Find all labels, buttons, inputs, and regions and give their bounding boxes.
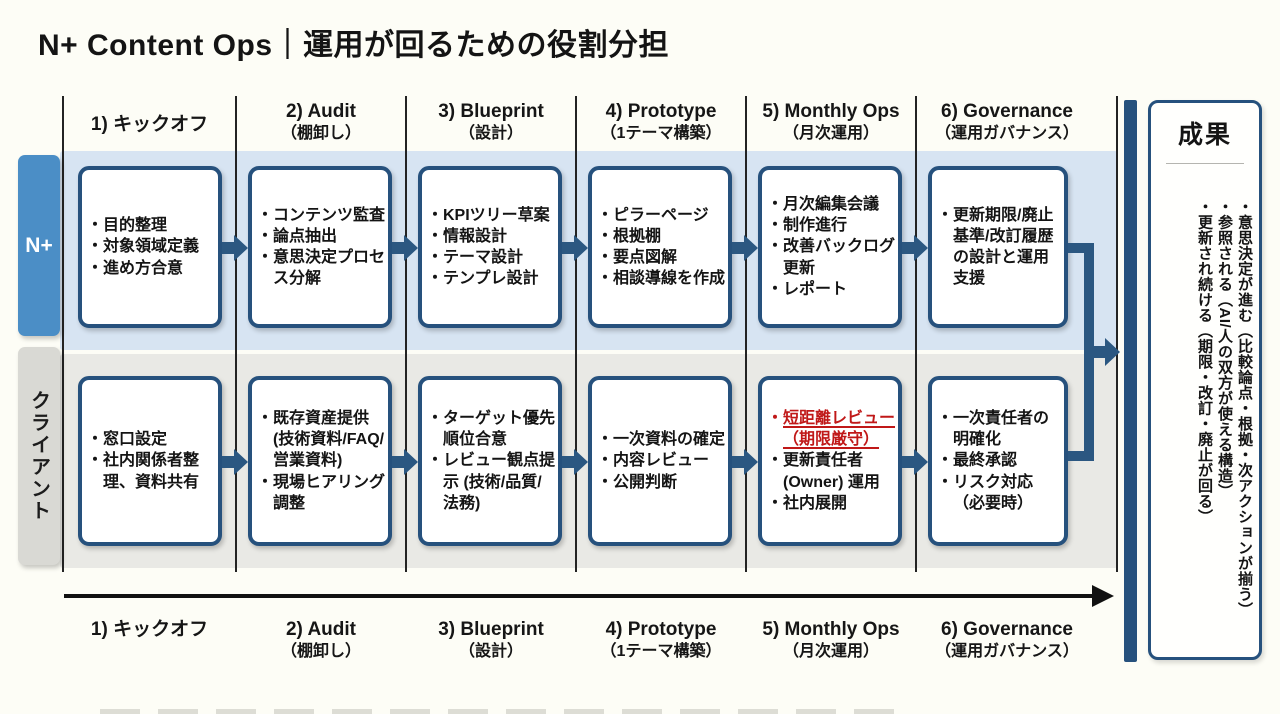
box-item: 改善バックログ更新 (767, 236, 895, 278)
box-item: 意思決定プロセス分解 (257, 247, 385, 289)
task-box-np-2: コンテンツ監査 論点抽出 意思決定プロセス分解 (248, 166, 392, 328)
box-item: 目的整理 (87, 215, 215, 236)
task-box-client-3: ターゲット優先順位合意 レビュー観点提示 (技術/品質/法務) (418, 376, 562, 546)
timeline-label-4: 4) Prototype（1テーマ構築） (600, 619, 722, 660)
box-item: レポート (767, 279, 895, 300)
flow-arrow-icon (732, 449, 758, 475)
box-item: コンテンツ監査 (257, 205, 385, 226)
task-box-client-2: 既存資産提供 (技術資料/FAQ/営業資料) 現場ヒアリング調整 (248, 376, 392, 546)
flow-arrow-icon (732, 235, 758, 261)
lane-label-np: N+ (18, 155, 60, 336)
phase-header-4: 4) Prototype（1テーマ構築） (600, 101, 722, 142)
box-item: 最終承認 (937, 450, 1061, 471)
phase-header-2: 2) Audit（棚卸し） (280, 101, 361, 142)
column-separator (915, 96, 917, 572)
phase-header-1: 1) キックオフ (90, 114, 209, 135)
task-box-client-4: 一次資料の確定 内容レビュー 公開判断 (588, 376, 732, 546)
flow-arrow-icon (392, 449, 418, 475)
box-item: 論点抽出 (257, 226, 385, 247)
flow-arrow-icon (222, 449, 248, 475)
task-box-np-5: 月次編集会議 制作進行 改善バックログ更新 レポート (758, 166, 902, 328)
column-separator (235, 96, 237, 572)
box-item: 一次資料の確定 (597, 429, 725, 450)
box-item: 社内関係者整理、資料共有 (87, 450, 215, 492)
box-item: 更新期限/廃止基準/改訂履歴の設計と運用支援 (937, 205, 1061, 289)
task-box-np-1: 目的整理 対象領域定義 進め方合意 (78, 166, 222, 328)
box-item: 相談導線を作成 (597, 268, 725, 289)
box-item: 月次編集会議 (767, 194, 895, 215)
box-item: 社内展開 (767, 493, 895, 514)
task-box-np-4: ピラーページ 根拠棚 要点図解 相談導線を作成 (588, 166, 732, 328)
box-item: 対象領域定義 (87, 236, 215, 257)
box-item: レビュー観点提示 (技術/品質/法務) (427, 450, 555, 513)
lane-label-client: クライアント (18, 347, 60, 565)
result-item: 更新され続ける（期限・改訂・廃止が回る） (1196, 199, 1213, 645)
column-separator (405, 96, 407, 572)
task-box-client-5: 短距離レビュー（期限厳守） 更新責任者 (Owner) 運用 社内展開 (758, 376, 902, 546)
box-item: 内容レビュー (597, 450, 725, 471)
box-item: 公開判断 (597, 472, 725, 493)
timeline-label-5: 5) Monthly Ops（月次運用） (762, 619, 900, 660)
timeline-label-6: 6) Governance（運用ガバナンス） (935, 619, 1079, 660)
result-item: 参照される（AI/人の双方が使える構造） (1216, 199, 1233, 645)
box-item: 既存資産提供 (技術資料/FAQ/営業資料) (257, 408, 385, 471)
column-separator (62, 96, 64, 572)
column-separator (1116, 96, 1118, 572)
bottom-cutoff-artifact (100, 709, 900, 714)
results-panel: 成果 意思決定が進む（比較論点・根拠・次アクションが揃う） 参照される（AI/人… (1148, 100, 1262, 660)
timeline-arrow-icon (1092, 585, 1114, 607)
timeline-axis (64, 594, 1096, 598)
flow-arrow-icon (902, 449, 928, 475)
box-item: ターゲット優先順位合意 (427, 408, 555, 450)
page-title: N+ Content Ops｜運用が回るための役割分担 (38, 29, 670, 62)
box-item: 一次責任者の明確化 (937, 408, 1061, 450)
task-box-np-3: KPIツリー草案 情報設計 テーマ設計 テンプレ設計 (418, 166, 562, 328)
box-item: テンプレ設計 (427, 268, 555, 289)
box-item: 更新責任者 (Owner) 運用 (767, 450, 895, 492)
column-separator (575, 96, 577, 572)
box-item: ピラーページ (597, 205, 725, 226)
merge-arrow-icon (1105, 338, 1120, 366)
box-item: 現場ヒアリング調整 (257, 472, 385, 514)
timeline-label-1: 1) キックオフ (90, 619, 209, 640)
flow-arrow-icon (392, 235, 418, 261)
box-item: 要点図解 (597, 247, 725, 268)
results-divider (1166, 163, 1244, 164)
flow-arrow-icon (902, 235, 928, 261)
column-separator (745, 96, 747, 572)
results-divider-bar (1124, 100, 1137, 662)
task-box-client-6: 一次責任者の明確化 最終承認 リスク対応（必要時） (928, 376, 1068, 546)
phase-header-5: 5) Monthly Ops（月次運用） (762, 101, 900, 142)
box-item: テーマ設計 (427, 247, 555, 268)
flow-arrow-icon (222, 235, 248, 261)
box-item-highlight: 短距離レビュー（期限厳守） (767, 408, 895, 450)
box-item: 進め方合意 (87, 258, 215, 279)
task-box-np-6: 更新期限/廃止基準/改訂履歴の設計と運用支援 (928, 166, 1068, 328)
box-item: 情報設計 (427, 226, 555, 247)
box-item: リスク対応（必要時） (937, 472, 1061, 514)
box-item: KPIツリー草案 (427, 205, 555, 226)
task-box-client-1: 窓口設定 社内関係者整理、資料共有 (78, 376, 222, 546)
timeline-label-2: 2) Audit（棚卸し） (280, 619, 361, 660)
result-item: 意思決定が進む（比較論点・根拠・次アクションが揃う） (1236, 199, 1253, 645)
box-item: 制作進行 (767, 215, 895, 236)
phase-header-6: 6) Governance（運用ガバナンス） (935, 101, 1079, 142)
box-item: 窓口設定 (87, 429, 215, 450)
results-title: 成果 (1177, 121, 1232, 149)
phase-header-3: 3) Blueprint（設計） (438, 101, 544, 142)
flow-arrow-icon (562, 449, 588, 475)
timeline-label-3: 3) Blueprint（設計） (438, 619, 544, 660)
box-item: 根拠棚 (597, 226, 725, 247)
results-items: 意思決定が進む（比較論点・根拠・次アクションが揃う） 参照される（AI/人の双方… (1158, 199, 1253, 645)
flow-arrow-icon (562, 235, 588, 261)
